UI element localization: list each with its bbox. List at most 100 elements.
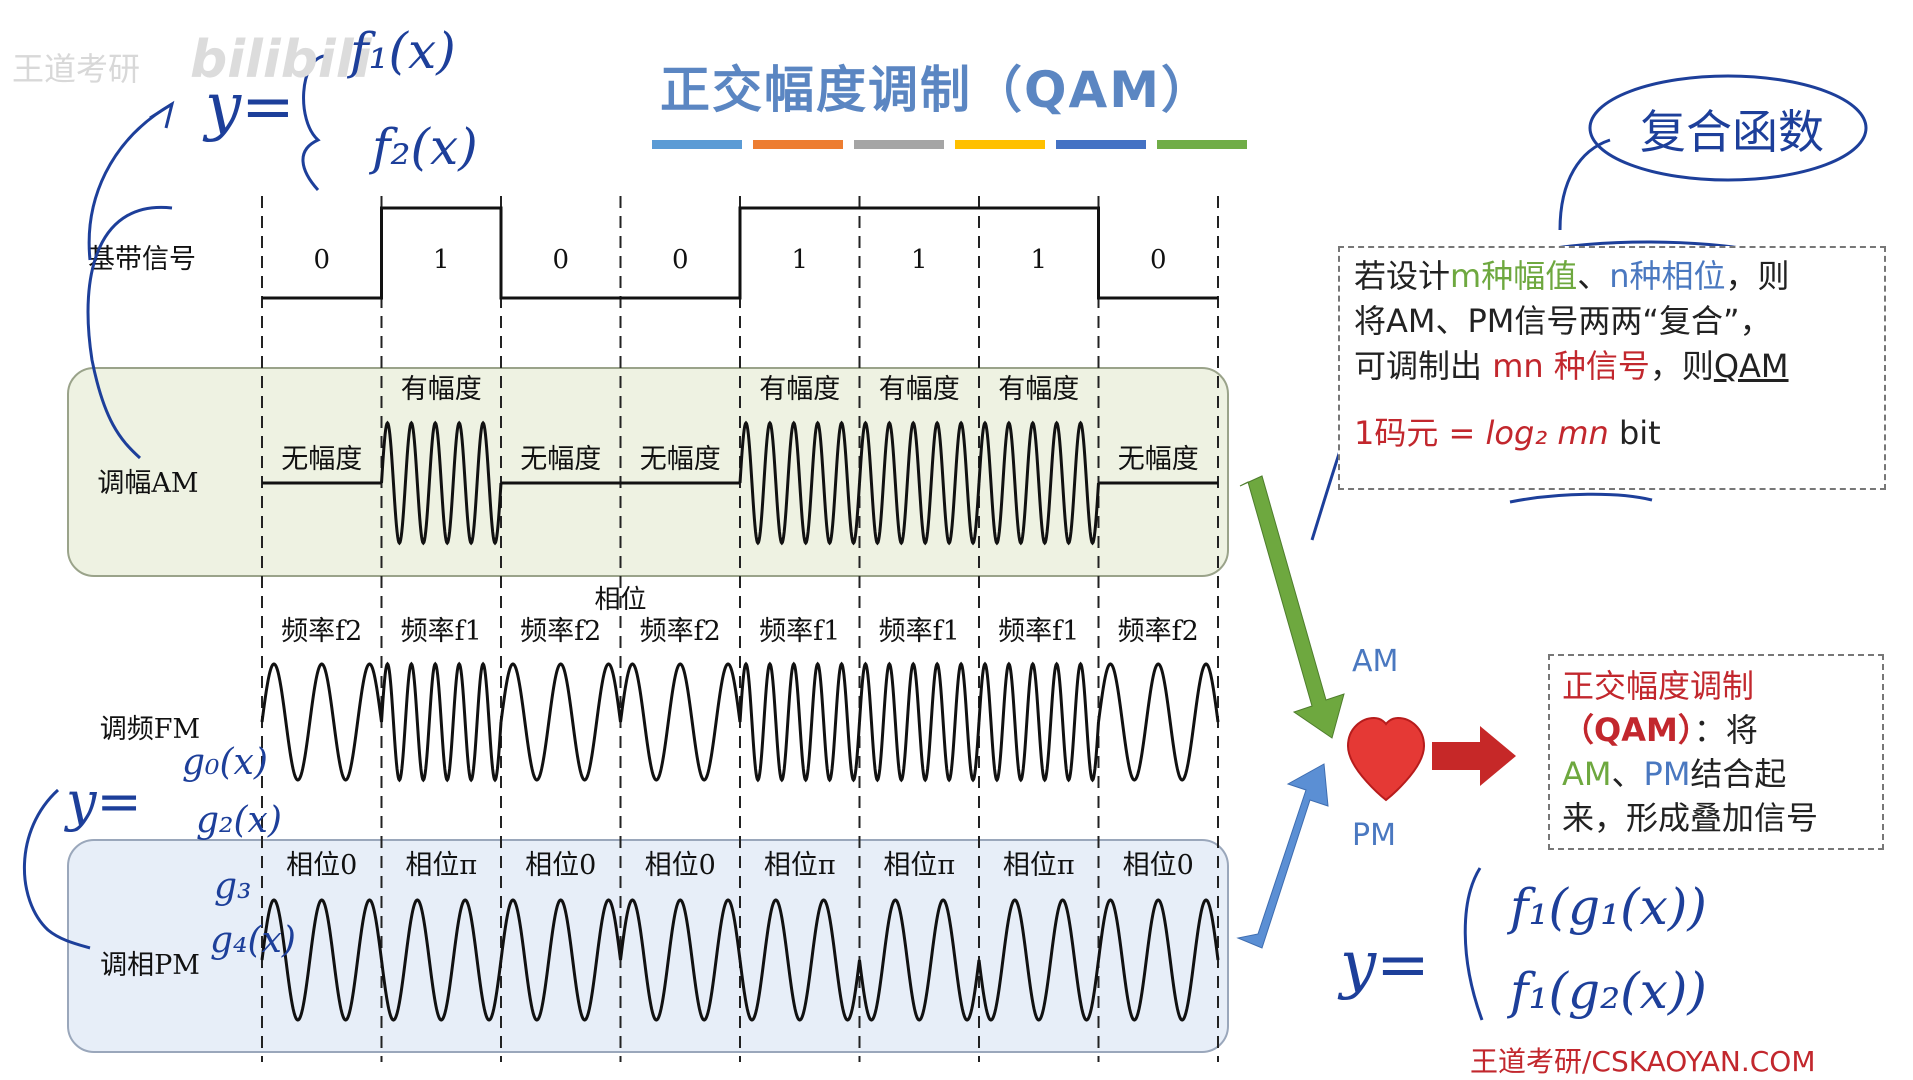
pm-label: 相位π [1003,850,1075,881]
fm-carrier-segment [1097,662,1220,782]
note1-formula: 1码元 = log₂ mn bit [1354,414,1661,452]
am-carrier-segment [738,420,861,546]
baseband-wave [262,206,1218,300]
ink-brace-bottom [1463,867,1484,1021]
fm-label: 频率f1 [401,616,482,647]
note2-line3: AM、PM结合起 [1562,755,1787,793]
pm-carrier-segment [619,898,742,1022]
bit-value: 1 [791,245,808,275]
fm-carrier-segment [858,661,981,783]
pm-carrier-segment [1097,898,1220,1022]
title-color-bar [1056,140,1146,149]
qam-explanation-box: 若设计m种幅值、n种相位，则 将AM、PM信号两两“复合”， 可调制出 mn 种… [1338,246,1886,490]
pm-label: 相位0 [286,850,357,881]
fm-label: 频率f2 [1118,616,1199,647]
handwritten-g2: g₂(x) [196,800,282,841]
bit-value: 1 [1030,245,1047,275]
pm-carrier-segment [499,898,622,1022]
am-label: 有幅度 [759,374,840,405]
ink-underline-formula [1509,492,1653,504]
fm-carrier-segment [738,661,861,783]
handwritten-fg2: f₁(g₂(x)) [1510,962,1707,1020]
note1-line1: 若设计m种幅值、n种相位，则 [1354,257,1790,295]
fm-label: 频率f1 [879,616,960,647]
pm-label: 相位0 [1123,850,1194,881]
pm-carrier-segment [380,898,503,1022]
title-color-bar [753,140,843,149]
pm-carrier-segment [858,898,981,1022]
pm-label: 相位0 [645,850,716,881]
handwritten-y-bottom: y= [1340,928,1430,1002]
note1-line2: 将AM、PM信号两两“复合”， [1354,302,1772,340]
note2-line4: 来，形成叠加信号 [1562,799,1819,837]
am-label: 无幅度 [1118,444,1199,475]
row-label-baseband: 基带信号 [88,244,196,275]
handwritten-composite-function: 复合函数 [1640,105,1824,159]
fm-label: 频率f1 [998,616,1079,647]
bit-value: 1 [911,245,928,275]
ink-brace-top [301,54,325,192]
am-label: 无幅度 [520,444,601,475]
am-carrier-segment [977,420,1100,546]
pm-carrier-segment [260,898,383,1022]
bit-value: 0 [313,245,330,275]
fm-carrier-segment [499,662,622,782]
title-color-bar [854,140,944,149]
fm-label: 频率f1 [759,616,840,647]
bit-value: 1 [433,245,450,275]
ink-arrow-composite [1558,138,1611,231]
handwritten-y-left: y= [66,770,142,833]
logo-text: 王道考研 [12,50,141,88]
am-panel [67,367,1229,577]
fm-label: 频率f2 [281,616,362,647]
pm-label: 相位0 [525,850,596,881]
title-color-bar [955,140,1045,149]
fm-carrier-segment [260,662,383,782]
pm-label: 相位π [764,850,836,881]
handwritten-g3: g₃ [214,866,252,907]
pm-carrier-segment [738,898,861,1022]
fm-carrier-segment [380,661,503,783]
row-label-am: 调幅AM [97,468,198,499]
site-watermark: 王道考研/CSKAOYAN.COM [1470,1045,1816,1078]
handwritten-y-top: y= [205,70,295,144]
am-carrier-segment [380,420,503,546]
handwritten-g4: g₄(x) [210,920,296,961]
handwritten-g0: g₀(x) [182,742,268,783]
fm-carrier-segment [977,661,1100,783]
am-label: 无幅度 [281,444,362,475]
ink-arrow-pm [23,788,91,950]
pm-arrow [1236,763,1329,949]
row-label-pm: 调相PM [100,950,200,981]
am-label: 有幅度 [879,374,960,405]
pm-panel [67,839,1229,1053]
am-label: 无幅度 [640,444,721,475]
page-title: 正交幅度调制（QAM） [660,61,1213,119]
fm-label: 频率f2 [640,616,721,647]
handwritten-f2: f₂(x) [372,118,478,176]
ink-circle-composite [1588,74,1868,182]
handwritten-fg1: f₁(g₁(x)) [1510,878,1707,936]
note2-line2: （QAM）：将 [1562,711,1758,749]
title-color-bar [1157,140,1247,149]
am-label: 有幅度 [401,374,482,405]
handwritten-f1: f₁(x) [350,22,456,80]
am-arrow [1239,475,1345,739]
ink-arrow-top-line [87,102,173,261]
bit-value: 0 [672,245,689,275]
title-color-bar [652,140,742,149]
pm-label: 相位π [405,850,477,881]
row-label-fm: 调频FM [100,714,200,745]
bit-value: 0 [552,245,569,275]
bilibili-watermark: bilibili [190,30,372,90]
fm-label: 频率f2 [520,616,601,647]
am-arrow-label: AM [1352,644,1399,679]
pm-arrow-label: PM [1352,818,1396,853]
qam-definition-box: 正交幅度调制 （QAM）：将 AM、PM结合起 来，形成叠加信号 [1548,654,1884,850]
heart-icon [1346,716,1426,802]
fm-carrier-segment [619,662,742,782]
combine-arrow [1432,726,1516,786]
am-label: 有幅度 [998,374,1079,405]
